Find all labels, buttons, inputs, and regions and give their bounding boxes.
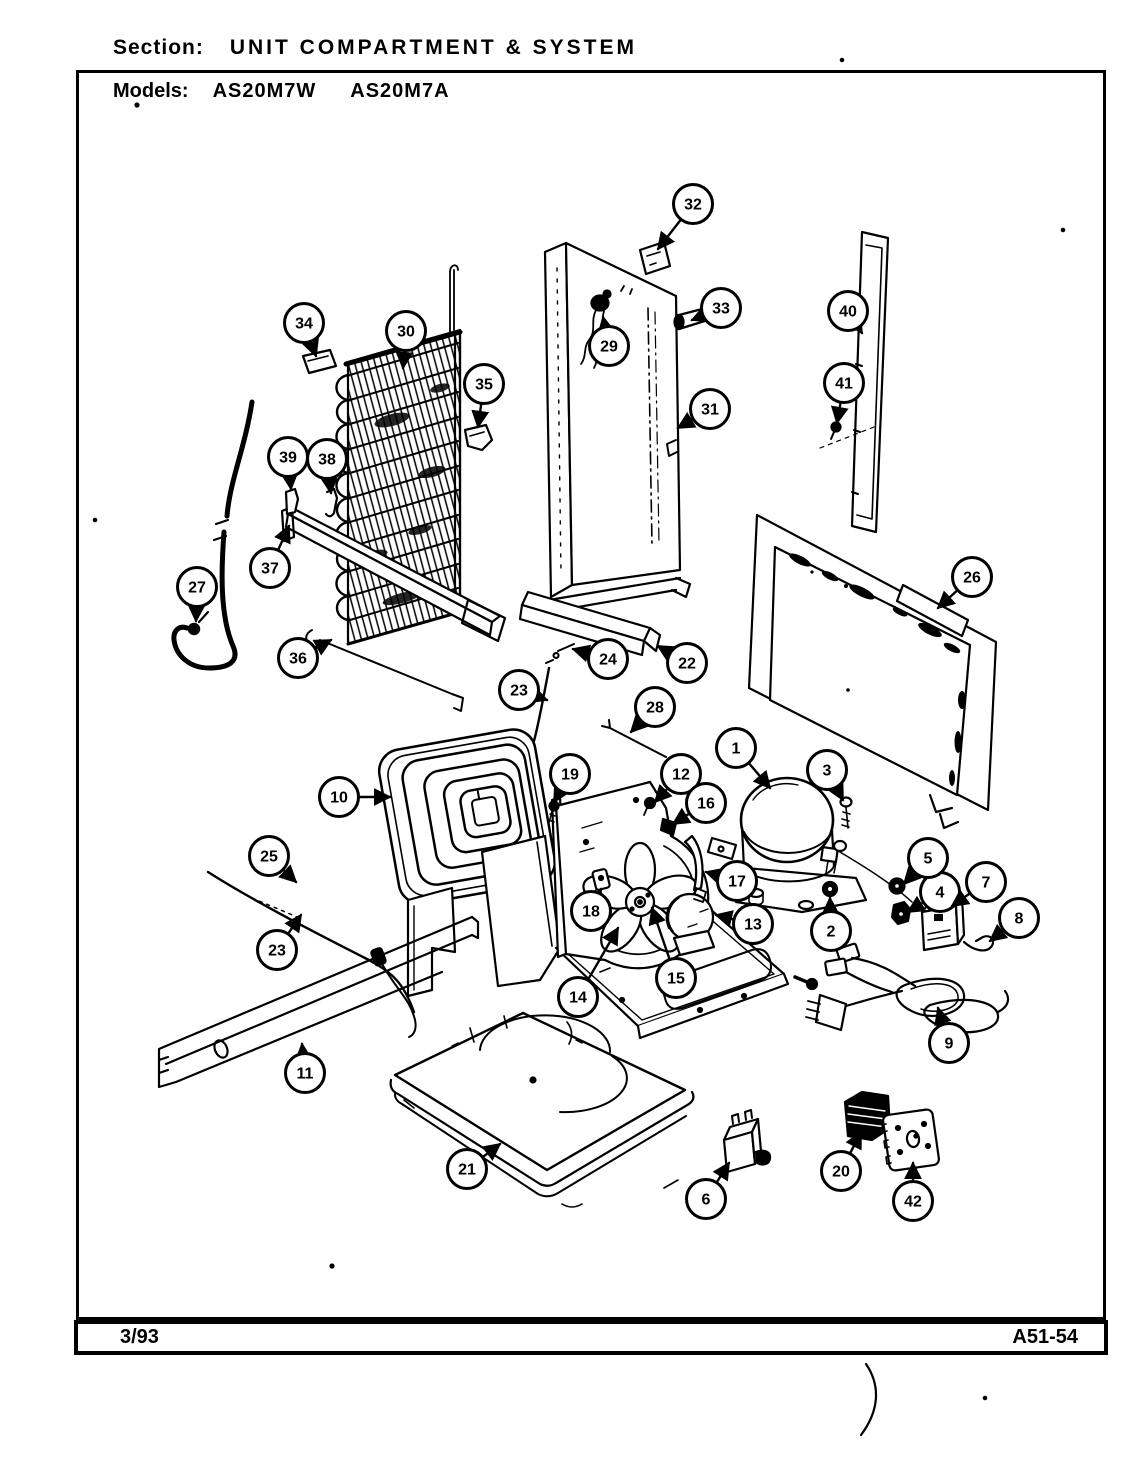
diagram-border-box xyxy=(76,70,1106,1320)
section-label: Section: xyxy=(113,36,204,59)
models-header: Models: AS20M7W AS20M7A xyxy=(113,80,484,103)
section-header: Section: UNIT COMPARTMENT & SYSTEM xyxy=(113,36,637,60)
footer-date: 3/93 xyxy=(120,1326,159,1348)
footer-bar: 3/93 A51-54 xyxy=(74,1320,1108,1355)
model-number-1: AS20M7W xyxy=(212,80,317,102)
footer-page-code: A51-54 xyxy=(1012,1326,1078,1348)
section-title: UNIT COMPARTMENT & SYSTEM xyxy=(229,36,637,59)
model-number-2: AS20M7A xyxy=(350,80,450,102)
models-label: Models: xyxy=(113,80,189,102)
